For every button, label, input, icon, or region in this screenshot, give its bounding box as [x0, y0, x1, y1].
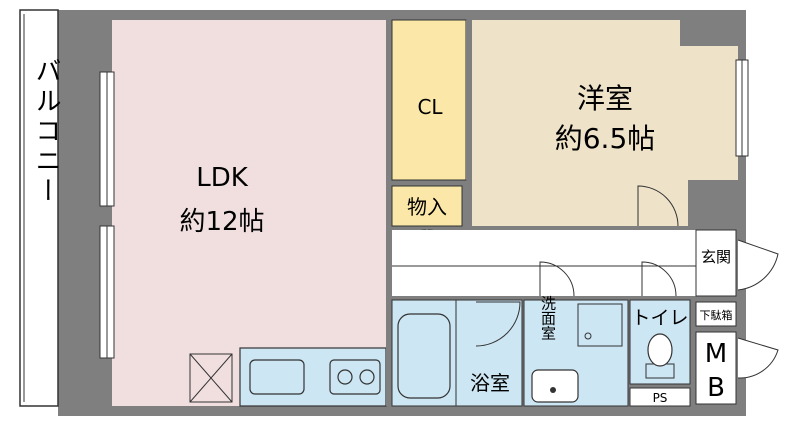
balcony: バルコニー — [19, 9, 61, 407]
room-entrance: 玄関 — [695, 229, 779, 297]
shoe-box-label: 下駄箱 — [700, 308, 733, 322]
bathtub — [397, 313, 451, 399]
kitchen-sink — [249, 359, 305, 395]
refrigerator-cross-b — [189, 353, 233, 403]
entrance-label: 玄関 — [701, 248, 731, 266]
shoe-box: 下駄箱 — [695, 301, 737, 327]
meter-box-label-top: M — [705, 339, 727, 369]
balcony-outline — [19, 9, 59, 407]
closet-label: CL — [417, 95, 443, 119]
wall-closet-bedroom — [466, 20, 472, 180]
washroom-label: 洗面室 — [539, 296, 557, 341]
ldk-floor — [112, 20, 386, 406]
storage-label: 物入 — [407, 195, 447, 219]
kitchen-counter — [239, 347, 387, 407]
hallway-floor — [392, 230, 696, 296]
room-ldk: LDK 約12帖 — [99, 20, 386, 406]
washing-machine-drain — [584, 332, 592, 340]
bathroom-door — [475, 301, 521, 347]
pipe-space: PS — [629, 387, 691, 407]
refrigerator-space — [189, 353, 233, 403]
shoe-box-outline — [695, 301, 737, 327]
meter-box-label-bottom: B — [707, 373, 725, 403]
pipe-space-outline — [629, 387, 691, 407]
wall-ldk-partition — [386, 20, 392, 406]
stove-burner-left — [337, 369, 353, 385]
kitchen-stove — [329, 359, 381, 395]
closet-floor — [391, 19, 467, 181]
entrance-door — [737, 239, 779, 291]
pipe-space-label: PS — [653, 391, 668, 405]
entrance-floor — [695, 229, 737, 297]
washing-machine-pan — [577, 303, 623, 347]
meter-box-door — [737, 337, 779, 379]
toilet-bowl — [647, 333, 673, 367]
bedroom-floor — [472, 20, 738, 226]
stove-burner-right — [359, 369, 375, 385]
bedroom-size: 約6.5帖 — [555, 122, 656, 155]
ldk-size: 約12帖 — [179, 207, 264, 237]
toilet-door — [641, 261, 677, 297]
bedroom-door — [637, 185, 679, 227]
vanity-drain — [550, 387, 556, 393]
washroom-door — [539, 261, 575, 297]
ldk-name: LDK — [196, 163, 249, 193]
vanity-sink — [531, 369, 579, 403]
room-closet: CL — [391, 19, 477, 181]
room-bedroom: 洋室 約6.5帖 — [472, 20, 749, 227]
storage-floor — [391, 185, 463, 227]
room-washroom: 洗面室 — [523, 296, 629, 407]
room-bathroom: 浴室 — [391, 299, 523, 407]
toilet-label: トイレ — [631, 307, 688, 329]
bedroom-name: 洋室 — [577, 82, 633, 115]
balcony-label: バルコニー — [31, 57, 61, 207]
room-toilet: トイレ — [629, 299, 691, 385]
bathroom-label: 浴室 — [470, 371, 510, 395]
meter-box-outline — [695, 331, 737, 405]
room-storage: 物入 — [391, 185, 463, 259]
meter-box: M B — [695, 331, 779, 405]
hallway — [392, 230, 696, 297]
